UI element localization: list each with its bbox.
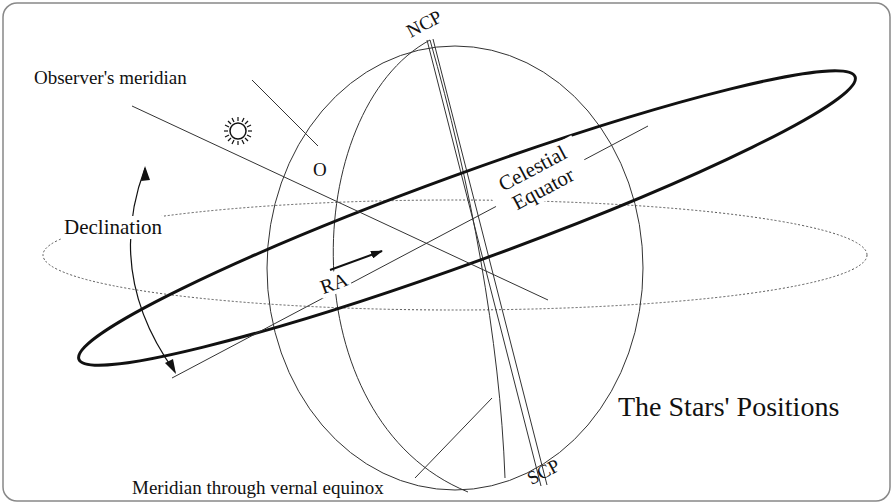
pole-label: SCP [524,455,564,489]
origin-label: O [311,160,329,181]
declination-label: Declination [62,216,164,239]
diagram-title: The Stars' Positions [618,392,839,423]
ra-label: RA [315,267,352,299]
meridian-label: Observer's meridian [34,68,187,89]
pole-label: NCP [403,7,445,43]
equator-label: Celestial Equator [483,135,593,223]
meridian-label: Meridian through vernal equinox [132,478,384,499]
